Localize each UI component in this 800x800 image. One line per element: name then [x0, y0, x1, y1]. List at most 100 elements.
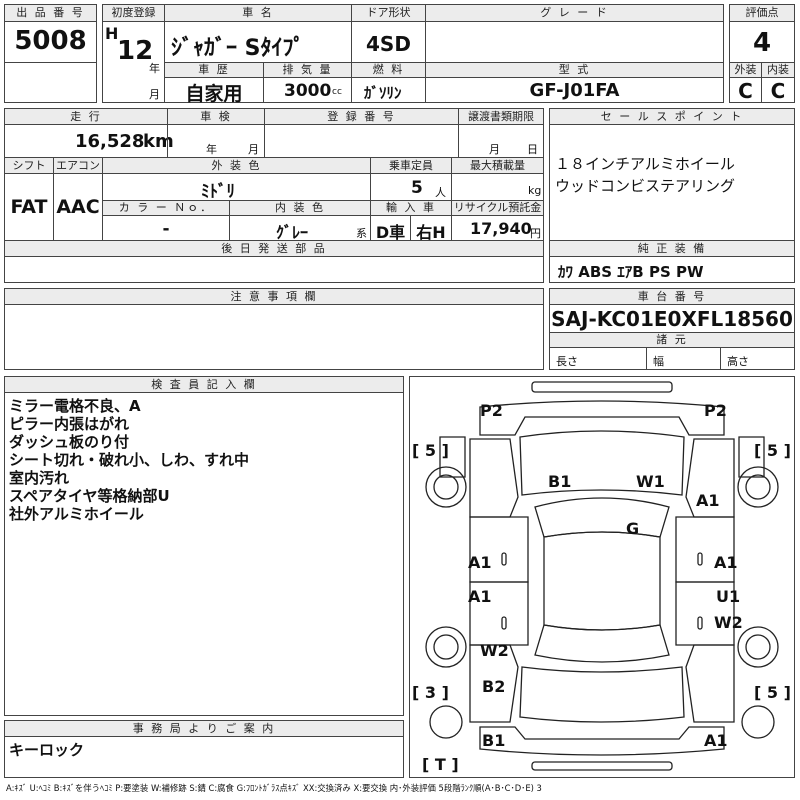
- seats-unit: 人: [435, 186, 446, 199]
- inspection-label: 車 検: [167, 108, 265, 125]
- specs-label: 諸 元: [549, 332, 795, 348]
- mark-g: G: [626, 519, 640, 538]
- transfer-box: 月 日: [458, 124, 544, 158]
- inspector-line-5: 室内汚れ: [9, 469, 70, 487]
- interior-label: 内 装 色: [229, 200, 371, 216]
- equipment-value: ｶﾜ ABS ｴｱB PS PW: [558, 263, 704, 281]
- transfer-month: 月: [489, 143, 500, 156]
- mark-b1-top: B1: [548, 472, 572, 491]
- ext-label: 外装: [729, 62, 762, 78]
- interior-unit: 系: [356, 227, 367, 240]
- mark-a1-right-1: A1: [714, 553, 738, 572]
- sales-line-2: ウッドコンビステアリング: [555, 177, 736, 195]
- lot-label: 出 品 番 号: [4, 4, 97, 22]
- notes-box: [4, 304, 544, 370]
- mark-a1-bottom: A1: [704, 731, 728, 750]
- handle-box: 右H: [410, 215, 452, 242]
- colorno-value: -: [162, 219, 170, 239]
- inspector-label: 検 査 員 記 入 欄: [4, 376, 404, 393]
- history-label: 車 歴: [164, 62, 264, 78]
- office-box: キーロック: [4, 736, 404, 778]
- mark-p2-left: P2: [480, 401, 503, 420]
- transfer-day: 日: [527, 143, 538, 156]
- fuel-label: 燃 料: [351, 62, 426, 78]
- ext-box: C: [729, 77, 762, 103]
- inspector-line-1: ミラー電格不良、A: [9, 397, 141, 415]
- interior-value: ｸﾞﾚｰ: [276, 223, 309, 242]
- load-box: kg: [451, 173, 544, 201]
- tire-spare: [ T ]: [422, 755, 459, 774]
- ac-value: AAC: [56, 196, 100, 218]
- type-value: GF-J01FA: [529, 80, 620, 101]
- history-box: 自家用: [164, 77, 264, 105]
- sales-line-1: １８インチアルミホイール: [555, 155, 735, 173]
- ac-box: AAC: [53, 173, 103, 241]
- inspection-box: 年 月: [167, 124, 265, 158]
- type-label: 型 式: [425, 62, 724, 78]
- grade-label: グ レ ー ド: [425, 4, 724, 22]
- reg-label: 初度登録: [102, 4, 165, 22]
- grade-box: [425, 21, 724, 63]
- cc-box: 3000 cc: [263, 77, 352, 103]
- int-value: C: [770, 79, 786, 103]
- shift-box: FAT: [4, 173, 54, 241]
- sales-box: １８インチアルミホイール ウッドコンビステアリング: [549, 124, 795, 241]
- ac-label: エアコン: [53, 157, 103, 174]
- later-parts-label: 後 日 発 送 部 品: [4, 240, 544, 257]
- insp-year-unit: 年: [206, 143, 217, 156]
- inspector-line-7: 社外アルミホイール: [9, 505, 144, 523]
- shift-value: FAT: [10, 196, 48, 218]
- transfer-label: 譲渡書類期限: [458, 108, 544, 125]
- legend: A:ｷｽﾞ U:ﾍｺﾐ B:ｷｽﾞを伴うﾍｺﾐ P:要塗装 W:補修跡 S:錆 …: [6, 783, 542, 793]
- mark-w1: W1: [636, 472, 665, 491]
- regno-box: [264, 124, 459, 158]
- height-label: 高さ: [727, 355, 749, 368]
- inspector-line-6: スペアタイヤ等格納部U: [9, 487, 170, 505]
- chassis-box: SAJ-KC01E0XFL18560: [549, 304, 795, 333]
- fuel-value: ｶﾞｿﾘﾝ: [364, 84, 402, 102]
- lot-empty: [4, 62, 97, 103]
- model-box: ｼﾞｬｶﾞｰ Sﾀｲﾌﾟ: [164, 21, 352, 63]
- notes-label: 注 意 事 項 欄: [4, 288, 544, 305]
- mark-a1-left-2: A1: [468, 587, 492, 606]
- mileage-label: 走 行: [4, 108, 168, 125]
- score-box: 4: [729, 21, 795, 63]
- office-value: キーロック: [9, 741, 85, 759]
- mark-w2-left: W2: [480, 641, 509, 660]
- recycle-label: リサイクル預託金: [451, 200, 544, 216]
- handle-side: 右H: [416, 223, 446, 242]
- mark-a1-left-1: A1: [468, 553, 492, 572]
- color-box: ﾐﾄﾞﾘ: [102, 173, 371, 202]
- equipment-box: ｶﾜ ABS ｴｱB PS PW: [549, 256, 795, 283]
- reg-year-unit: 年: [149, 62, 160, 75]
- import-label: 輸 入 車: [370, 200, 452, 216]
- office-label: 事 務 局 よ り ご 案 内: [4, 720, 404, 737]
- mark-p2-right: P2: [704, 401, 727, 420]
- mark-u1: U1: [716, 587, 741, 606]
- mark-a1-front-right: A1: [696, 491, 720, 510]
- cc-label: 排 気 量: [263, 62, 352, 78]
- score-value: 4: [752, 28, 772, 58]
- color-value: ﾐﾄﾞﾘ: [201, 182, 235, 202]
- inspector-line-4: シート切れ・破れ小、しわ、すれ中: [9, 451, 250, 469]
- chassis-label: 車 台 番 号: [549, 288, 795, 305]
- seats-box: 5 人: [370, 173, 452, 201]
- ext-value: C: [738, 79, 753, 103]
- width-label: 幅: [653, 355, 664, 368]
- seats-label: 乗車定員: [370, 157, 452, 174]
- regno-label: 登 録 番 号: [264, 108, 459, 125]
- sales-label: セ ー ル ス ポ イ ン ト: [549, 108, 795, 125]
- era: H: [105, 24, 119, 43]
- door-label: ドア形状: [351, 4, 426, 22]
- load-unit: kg: [528, 184, 542, 197]
- cc-value: 3000: [284, 81, 332, 101]
- equipment-label: 純 正 装 備: [549, 240, 795, 257]
- recycle-unit: 円: [530, 227, 541, 240]
- model-name: ｼﾞｬｶﾞｰ Sﾀｲﾌﾟ: [171, 36, 305, 61]
- reg-year: 12: [117, 36, 154, 66]
- car-diagram: [425, 381, 779, 771]
- interior-box: ｸﾞﾚｰ 系: [229, 215, 371, 242]
- import-type-box: D車: [370, 215, 411, 242]
- length-box: 長さ: [549, 347, 647, 370]
- colorno-box: -: [102, 215, 230, 241]
